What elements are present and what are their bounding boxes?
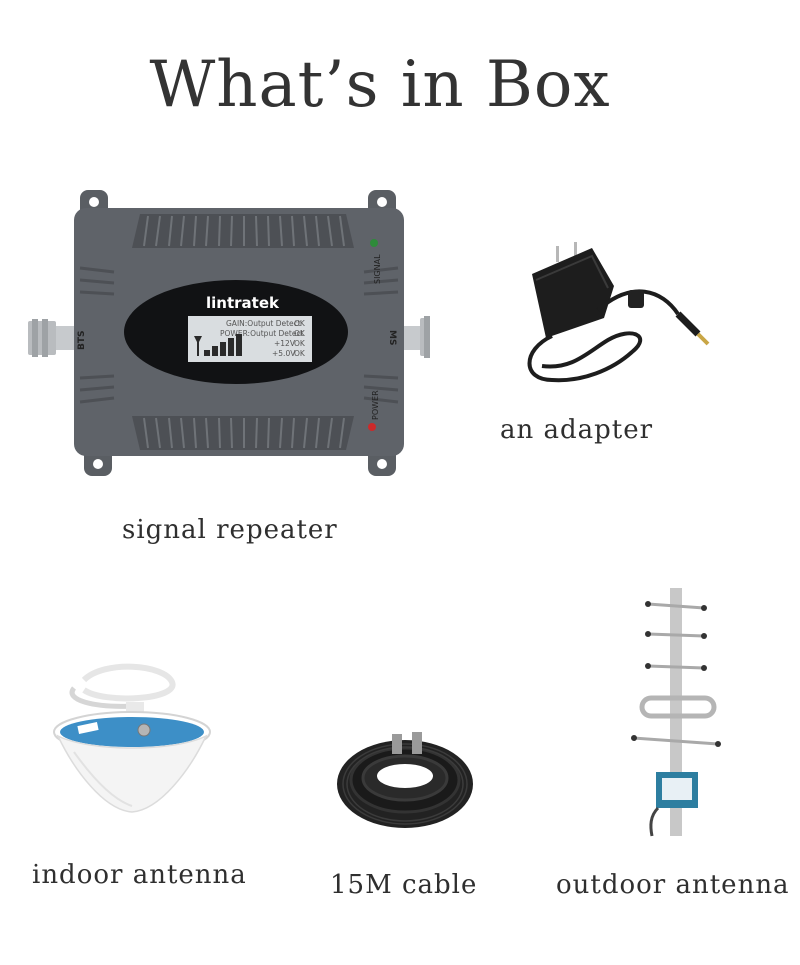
- signal-repeater-icon: lintratek GAIN:Output Detect OK POWER:Ou…: [28, 190, 450, 476]
- signal-label: SIGNAL: [373, 254, 382, 284]
- coiled-cable-icon: [337, 732, 473, 828]
- power-adapter-icon: [527, 242, 710, 383]
- adapter-item: [512, 240, 722, 390]
- caption-outdoor-antenna: outdoor antenna: [556, 870, 790, 900]
- caption-signal-repeater: signal repeater: [122, 515, 338, 545]
- bts-label: BTS: [77, 331, 87, 350]
- lcd-line3-label: +12V: [274, 339, 296, 348]
- cable-item: [332, 722, 478, 832]
- lcd-line1-status: OK: [294, 319, 306, 328]
- indoor-antenna-item: [44, 660, 234, 820]
- power-label: POWER: [371, 390, 380, 420]
- ms-label: MS: [387, 330, 397, 345]
- lcd-line4-label: +5.0V: [272, 349, 296, 358]
- outdoor-antenna-item: [628, 586, 728, 838]
- signal-repeater-item: lintratek GAIN:Output Detect OK POWER:Ou…: [28, 188, 450, 478]
- power-led-icon: [368, 423, 376, 431]
- caption-adapter: an adapter: [500, 415, 654, 445]
- lcd-line1-label: GAIN:Output Detect: [226, 319, 301, 328]
- lcd-line3-status: OK: [294, 339, 306, 348]
- lcd-line2-label: POWER:Output Detect: [220, 329, 304, 338]
- signal-led-icon: [370, 239, 378, 247]
- repeater-brand: lintratek: [206, 294, 280, 312]
- lcd-signal-bars-icon: [194, 334, 242, 356]
- caption-indoor-antenna: indoor antenna: [32, 860, 247, 890]
- lcd-line4-status: OK: [294, 349, 306, 358]
- lcd-line2-status: OK: [294, 329, 306, 338]
- caption-15m-cable: 15M cable: [330, 870, 478, 900]
- yagi-antenna-icon: [631, 588, 721, 837]
- page-title: What’s in Box: [149, 48, 611, 122]
- ceiling-antenna-icon: [53, 663, 211, 813]
